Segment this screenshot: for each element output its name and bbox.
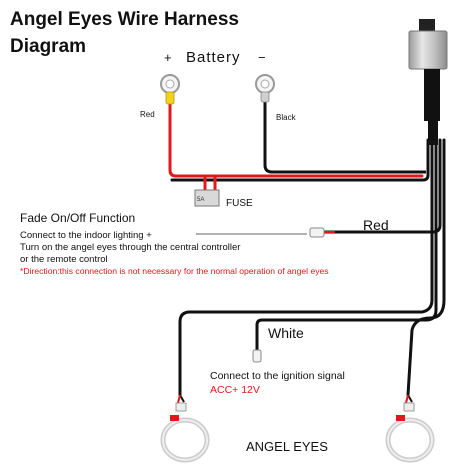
fade-line-2: Turn on the angel eyes through the centr… [20, 242, 241, 253]
ring-terminal-icon [160, 74, 180, 105]
black-wire [263, 98, 426, 174]
red-wire-label: Red [363, 217, 389, 233]
bullet-connector-icon [252, 349, 262, 363]
negative-wire-label: Black [276, 113, 296, 122]
fade-wire [196, 227, 337, 238]
fade-function-title: Fade On/Off Function [20, 211, 136, 225]
ring-terminal-icon [255, 74, 275, 103]
minus-symbol: − [258, 50, 266, 65]
positive-wire-label: Red [140, 110, 155, 119]
fade-line-1: Connect to the indoor lighting + [20, 230, 152, 241]
ignition-line-1: Connect to the ignition signal [210, 370, 345, 382]
diagram-title-line1: Angel Eyes Wire Harness [10, 9, 239, 30]
white-wire-label: White [268, 325, 304, 341]
diagram-title-line2: Diagram [10, 36, 87, 57]
angel-eye-left [160, 394, 210, 463]
ignition-line-2: ACC+ 12V [210, 384, 260, 396]
fuse-label: FUSE [226, 198, 253, 209]
battery-label: Battery [186, 49, 241, 66]
relay-icon [408, 19, 448, 145]
fuse-rating: 5A [197, 197, 205, 203]
harness-bundle [170, 138, 446, 397]
red-wire [168, 98, 424, 192]
angel-eyes-label: ANGEL EYES [246, 439, 328, 454]
fade-line-3: or the remote control [20, 254, 108, 265]
plus-symbol: + [164, 50, 172, 65]
angel-eye-right [385, 394, 435, 463]
direction-note: *Direction:this connection is not necess… [20, 266, 329, 276]
fuse-icon [194, 189, 220, 207]
